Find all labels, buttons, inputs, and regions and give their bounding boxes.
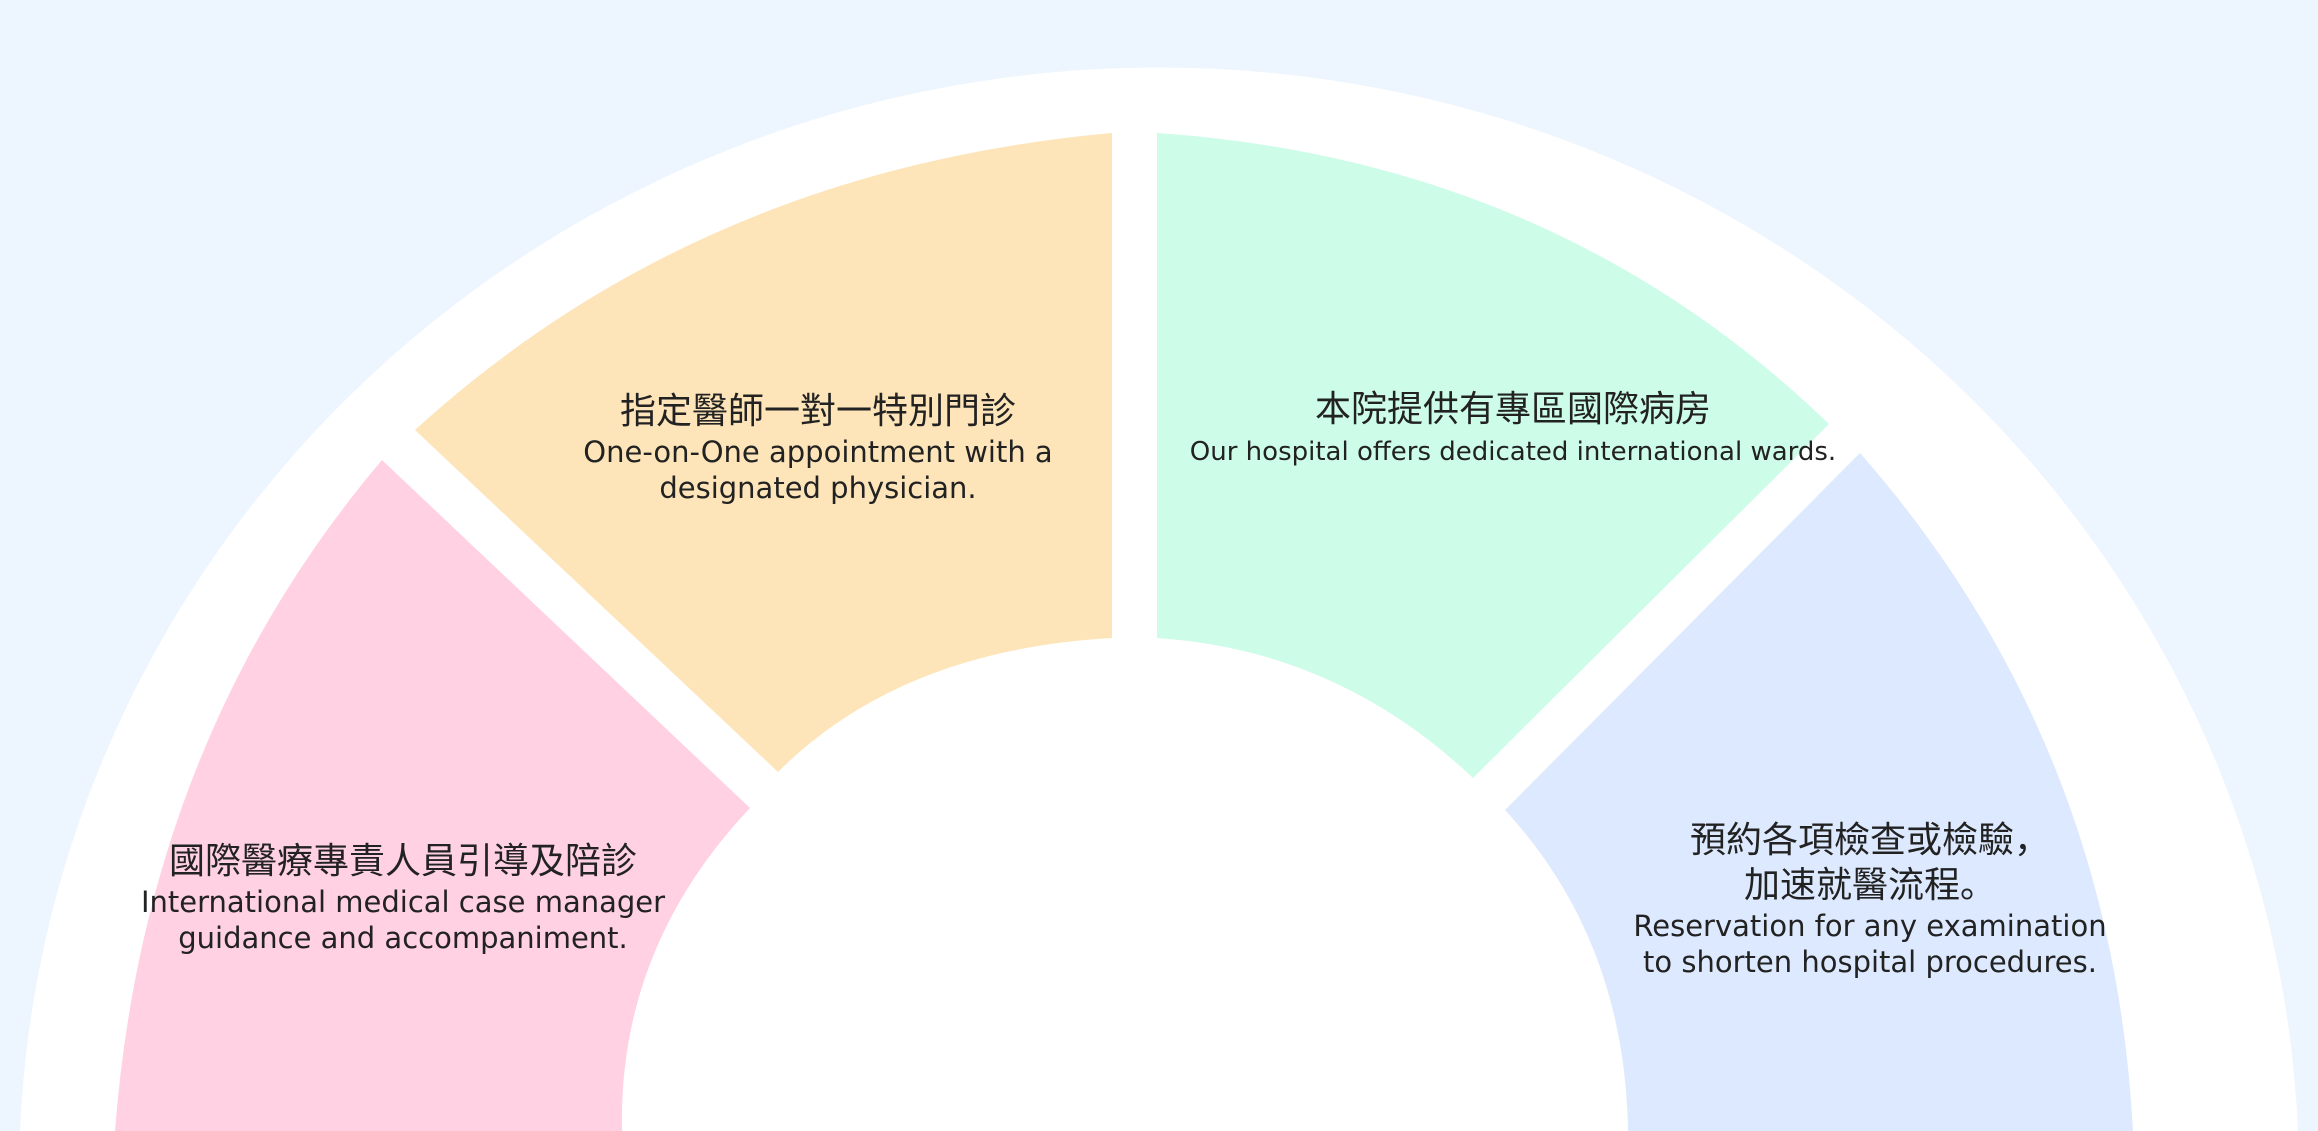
segment-4-title-line-1: 預約各項檢查或檢驗， — [1690, 820, 2050, 861]
segment-3-label: 本院提供有專區國際病房 Our hospital offers dedicate… — [1190, 389, 1836, 467]
segment-1-label: 國際醫療專責人員引導及陪診 International medical case… — [141, 841, 665, 955]
segment-2-title: 指定醫師一對一特別門診 — [620, 391, 1016, 432]
segment-1-title: 國際醫療專責人員引導及陪診 — [169, 841, 637, 882]
segment-1-desc-line-1: International medical case manager — [141, 885, 665, 919]
segment-4-wedge — [1505, 453, 2133, 1131]
segment-2-label: 指定醫師一對一特別門診 One-on-One appointment with … — [583, 391, 1052, 505]
segment-4-title-line-2: 加速就醫流程。 — [1744, 865, 1996, 906]
segment-4-label: 預約各項檢查或檢驗， 加速就醫流程。 Reservation for any e… — [1633, 820, 2106, 979]
segment-3-title: 本院提供有專區國際病房 — [1315, 389, 1711, 430]
segment-1-wedge — [115, 460, 750, 1131]
segment-4-desc-line-2: to shorten hospital procedures. — [1643, 945, 2097, 979]
segment-2-wedge — [415, 133, 1112, 772]
segment-3-desc-line-1: Our hospital offers dedicated internatio… — [1190, 437, 1836, 467]
segment-3-wedge — [1157, 133, 1829, 778]
segment-2-desc-line-2: designated physician. — [659, 471, 976, 505]
segment-4-desc-line-1: Reservation for any examination — [1633, 909, 2106, 943]
segment-1-desc-line-2: guidance and accompaniment. — [178, 921, 628, 955]
segment-2-desc-line-1: One-on-One appointment with a — [583, 435, 1052, 469]
